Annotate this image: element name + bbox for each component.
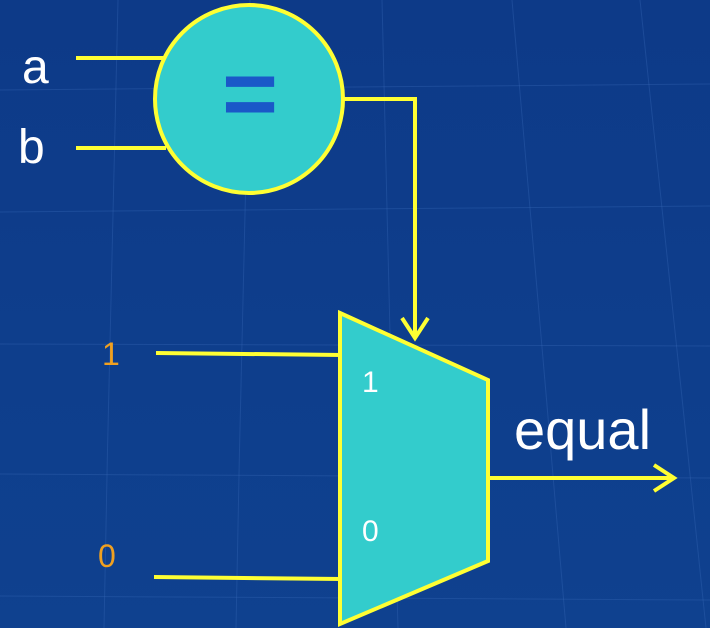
mux-input-0-label: 0 (362, 515, 379, 548)
multiplexer (338, 309, 490, 628)
wire-const-zero (153, 575, 343, 581)
output-arrowhead (652, 463, 678, 493)
constant-one-label: 1 (102, 336, 120, 372)
input-b-label: b (18, 121, 45, 174)
equals-symbol: = (222, 40, 279, 147)
input-a-label: a (22, 41, 49, 94)
output-equal-label: equal (514, 398, 652, 461)
wire-select (342, 97, 417, 335)
select-arrowhead (400, 316, 430, 342)
wire-const-one (155, 351, 343, 357)
mux-input-1-label: 1 (362, 366, 379, 399)
constant-zero-label: 0 (98, 538, 116, 574)
